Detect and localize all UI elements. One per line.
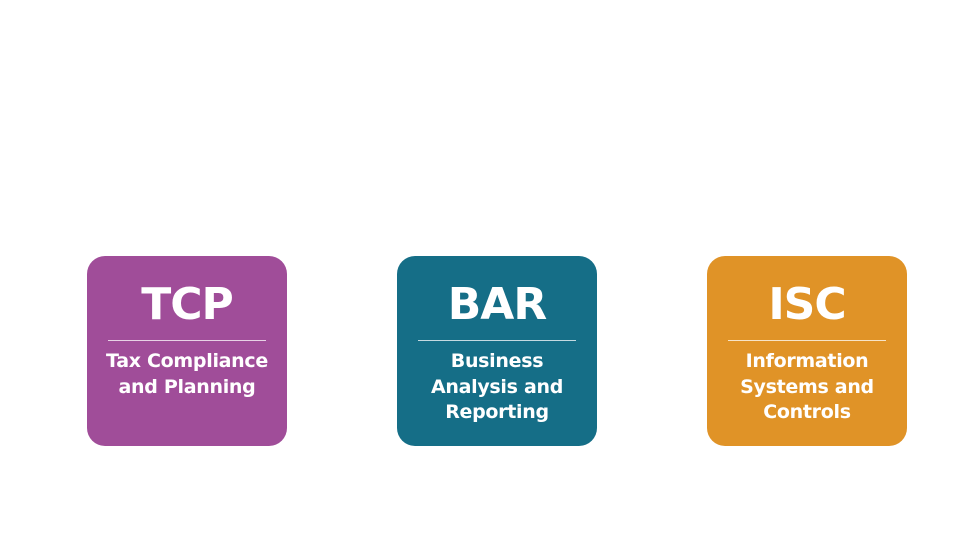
divider xyxy=(728,340,886,341)
divider xyxy=(108,340,266,341)
description-line: Information xyxy=(745,350,869,372)
card-abbreviation: ISC xyxy=(768,279,846,330)
description-line: Business xyxy=(450,350,544,372)
card-abbreviation: TCP xyxy=(141,279,234,330)
description-line: Controls xyxy=(763,401,851,423)
card-isc: ISC Information Systems and Controls xyxy=(707,256,907,446)
divider xyxy=(418,340,576,341)
description-line: Systems and xyxy=(740,375,874,398)
card-description: Business Analysis and Reporting xyxy=(401,349,593,426)
description-line: Tax Compliance xyxy=(106,350,268,372)
description-line: and Planning xyxy=(118,375,256,398)
card-bar: BAR Business Analysis and Reporting xyxy=(397,256,597,446)
card-description: Information Systems and Controls xyxy=(711,349,903,426)
card-description: Tax Compliance and Planning xyxy=(91,349,283,400)
description-line: Reporting xyxy=(445,401,549,423)
card-abbreviation: BAR xyxy=(447,279,547,330)
description-line: Analysis and xyxy=(430,375,564,398)
card-tcp: TCP Tax Compliance and Planning xyxy=(87,256,287,446)
